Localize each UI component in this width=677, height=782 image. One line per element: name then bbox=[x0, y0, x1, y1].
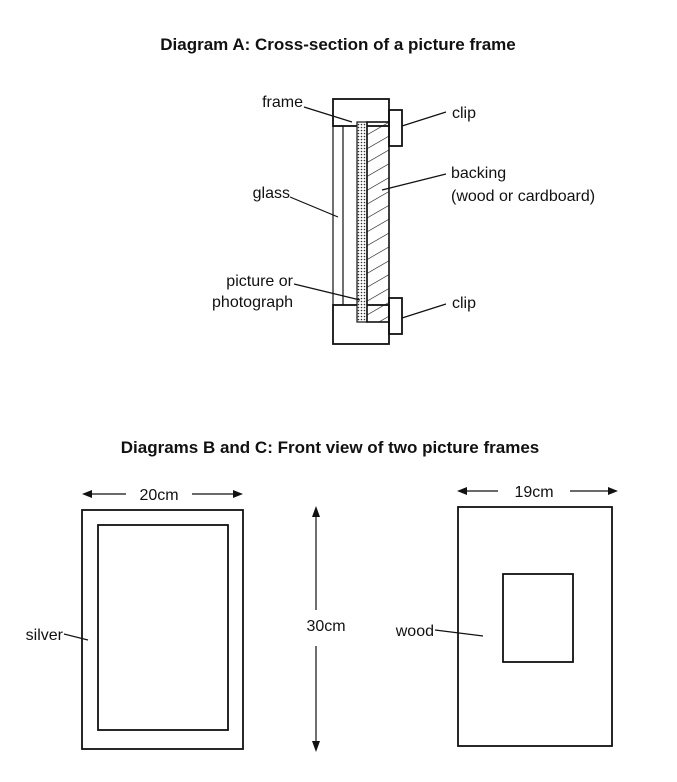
frame-c-width-label: 19cm bbox=[514, 484, 553, 501]
height-label: 30cm bbox=[306, 618, 345, 635]
glass-leader bbox=[289, 196, 339, 218]
frame-label: frame bbox=[262, 94, 303, 111]
frame-c-inner bbox=[502, 573, 574, 663]
backing-layer bbox=[366, 121, 390, 323]
cross-section-drawing bbox=[332, 98, 403, 345]
silver-label: silver bbox=[26, 627, 64, 644]
frame-b bbox=[81, 509, 244, 750]
picture-leader bbox=[293, 283, 361, 301]
silver-leader bbox=[63, 633, 89, 641]
backing-label-line2: (wood or cardboard) bbox=[451, 188, 595, 205]
wood-label: wood bbox=[395, 623, 434, 640]
frame-leader bbox=[303, 106, 353, 123]
clip-top-label: clip bbox=[452, 105, 476, 122]
height-dimension bbox=[312, 506, 320, 752]
clip-top bbox=[388, 109, 403, 147]
frame-b-width-dimension bbox=[82, 490, 243, 498]
frame-b-width-label: 20cm bbox=[139, 487, 178, 504]
frame-b-inner bbox=[97, 524, 229, 731]
picture-label-line2: photograph bbox=[212, 294, 293, 311]
clip-bottom-label: clip bbox=[452, 295, 476, 312]
backing-label-line1: backing bbox=[451, 165, 506, 182]
picture-label-line1: picture or bbox=[226, 273, 293, 290]
glass-label: glass bbox=[253, 185, 290, 202]
frame-c bbox=[457, 506, 613, 747]
clip-top-leader bbox=[401, 111, 447, 127]
backing-leader bbox=[381, 173, 447, 191]
diagrams-bc-title: Diagrams B and C: Front view of two pict… bbox=[121, 438, 539, 457]
clip-bottom bbox=[388, 297, 403, 335]
frame-c-outer bbox=[457, 506, 613, 747]
frame-b-outer bbox=[81, 509, 244, 750]
frame-c-width-dimension bbox=[457, 487, 618, 495]
picture-layer bbox=[356, 121, 368, 323]
wood-leader bbox=[434, 629, 484, 637]
diagram-a-title: Diagram A: Cross-section of a picture fr… bbox=[160, 35, 516, 54]
clip-bottom-leader bbox=[401, 303, 447, 319]
